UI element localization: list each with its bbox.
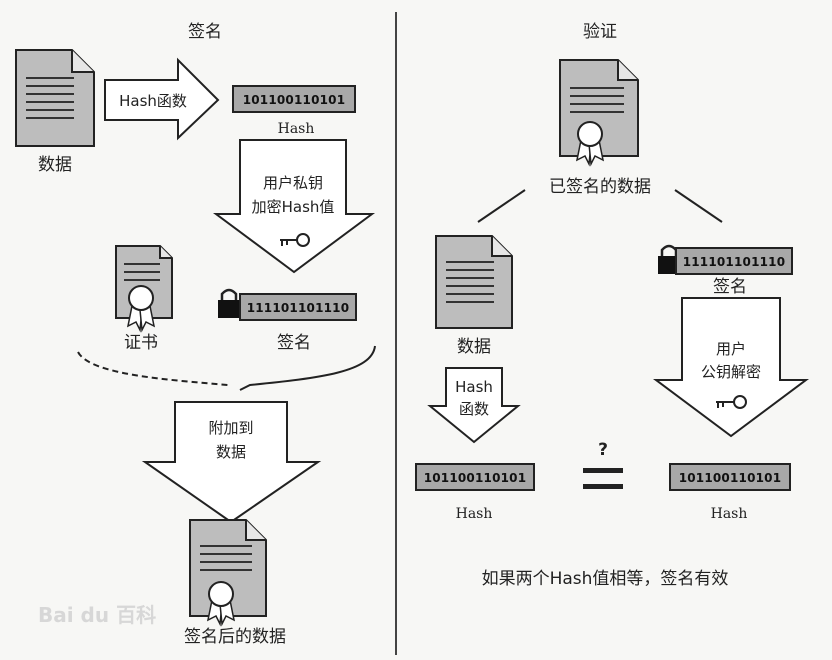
sign-title: 签名 — [188, 22, 222, 42]
attach-arrow — [141, 401, 322, 524]
decrypted-hash-label: Hash — [711, 506, 748, 522]
signed-data-label: 签名后的数据 — [184, 627, 286, 647]
signature-right-label: 签名 — [713, 277, 747, 297]
attach-label-line1: 附加到 — [208, 419, 253, 437]
verify-hash-label-line2: 函数 — [459, 400, 489, 418]
private-key-icon — [280, 233, 310, 247]
certificate-icon — [115, 245, 173, 333]
signed-data-top-label: 已签名的数据 — [549, 177, 651, 197]
public-key-icon — [716, 395, 747, 409]
computed-hash-bar — [415, 463, 535, 491]
computed-hash-label: Hash — [456, 506, 493, 522]
signature-right-bar — [675, 247, 793, 275]
encrypt-arrow — [212, 139, 376, 274]
signature-bar — [239, 293, 357, 321]
certificate-merge-line — [77, 351, 229, 386]
question-mark: ? — [598, 440, 608, 460]
data-label: 数据 — [38, 155, 72, 175]
hash-function-arrow — [104, 57, 220, 141]
verify-hash-label-line1: Hash — [455, 378, 493, 396]
hash-function-label: Hash函数 — [119, 92, 187, 110]
decrypted-hash-bits: 101100110101 — [679, 471, 782, 485]
conclusion-text: 如果两个Hash值相等，签名有效 — [482, 569, 729, 589]
encrypt-label-line1: 用户私钥 — [263, 174, 323, 192]
decrypted-hash-bar — [669, 463, 791, 491]
split-line-right — [674, 189, 723, 223]
lock-icon — [218, 288, 240, 318]
verify-hash-arrow — [427, 367, 521, 444]
decrypt-label-line2: 公钥解密 — [701, 363, 761, 381]
computed-hash-bits: 101100110101 — [424, 471, 527, 485]
certificate-label: 证书 — [124, 333, 158, 353]
equals-bar-top — [583, 468, 623, 473]
split-line-left — [477, 189, 526, 223]
data-document-icon — [15, 49, 95, 147]
signature-merge-line — [239, 345, 376, 391]
baidu-watermark: Bai du 百科 — [38, 603, 156, 627]
signature-bits: 111101101110 — [247, 301, 350, 315]
hash-label: Hash — [278, 121, 315, 137]
hash-value-bar — [232, 85, 356, 113]
signature-label: 签名 — [277, 333, 311, 353]
signature-right-bits: 111101101110 — [683, 255, 786, 269]
signed-document-top-icon — [559, 59, 639, 167]
decrypt-label-line1: 用户 — [716, 340, 746, 358]
data-right-label: 数据 — [457, 337, 491, 357]
verify-title: 验证 — [583, 22, 617, 42]
equals-bar-bottom — [583, 484, 623, 489]
attach-label-line2: 数据 — [216, 443, 246, 461]
encrypt-label-line2: 加密Hash值 — [252, 198, 335, 216]
data-document-right-icon — [435, 235, 513, 329]
hash-value-bits: 101100110101 — [243, 93, 346, 107]
decrypt-arrow — [652, 297, 810, 438]
signed-document-icon — [189, 519, 267, 627]
